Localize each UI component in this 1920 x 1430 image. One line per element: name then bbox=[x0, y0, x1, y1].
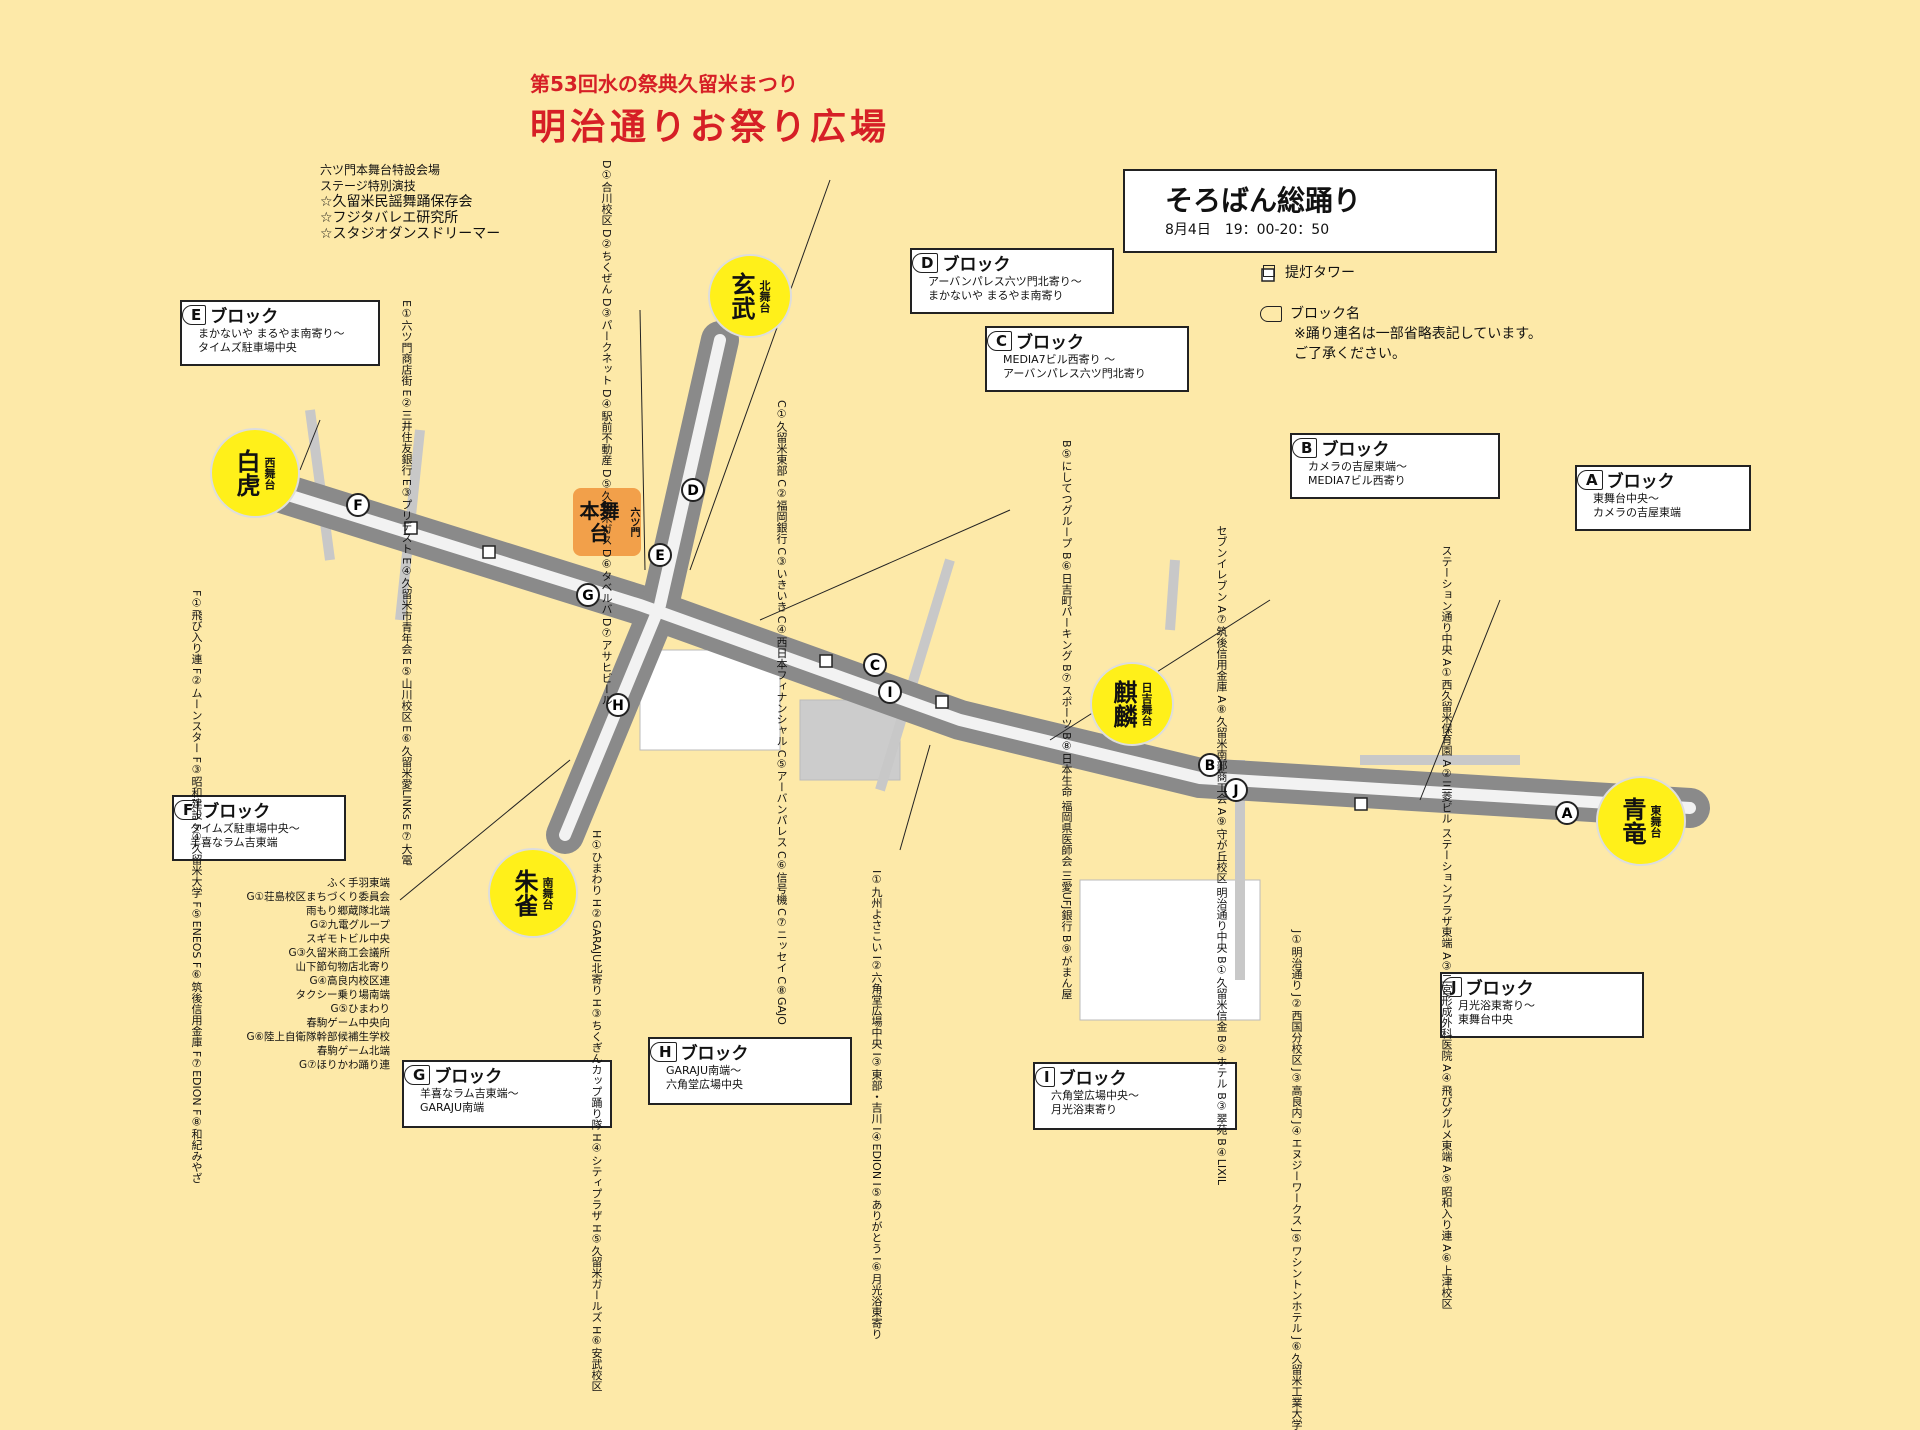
svg-text:F: F bbox=[353, 498, 363, 514]
block-marker-d: D bbox=[681, 478, 705, 502]
page-title: 明治通りお祭り広場 bbox=[530, 107, 891, 148]
group-list-g: F①飛び入り連 F②ムーンスター F③昭和建設 F④久留米大学 F⑤ENEOS … bbox=[190, 590, 203, 1184]
group-list-j: J①明治通り J②西国分校区 J③高良内 J④エヌジーワークス J⑤ワシントンホ… bbox=[1290, 930, 1303, 1430]
stage-hon: 本舞台六ツ門 bbox=[573, 488, 641, 556]
festival-subtitle: 第53回水の祭典久留米まつり bbox=[530, 72, 798, 96]
event-name: そろばん総踊り bbox=[1165, 184, 1362, 217]
block-marker-i: I bbox=[878, 680, 902, 704]
stage-byakko: 白虎西舞台 bbox=[210, 428, 300, 518]
stage-seiryu: 青竜東舞台 bbox=[1596, 776, 1686, 866]
group-list-i: I①九州よさこい I②六角堂広場中央 I③東部・吉川 I④EDION I⑤ありが… bbox=[870, 870, 883, 1340]
block-marker-g: G bbox=[576, 583, 600, 607]
street-map: A B J C I D E F G H bbox=[220, 179, 1710, 1021]
event-box: そろばん総踊り 8月4日 19：00-20：50 bbox=[1123, 169, 1497, 253]
legend-note: ご了承ください。 bbox=[1294, 346, 1406, 362]
stage-suzaku: 朱雀南舞台 bbox=[488, 848, 578, 938]
svg-text:B: B bbox=[1205, 758, 1216, 774]
group-list-d: C①久留米東部 C②福岡銀行 C③いきいき C④西日本フィナンシャル C⑤アーバ… bbox=[775, 400, 788, 1025]
special-performance: 六ツ門本舞台特設会場 ステージ特別演技 ☆久留米民謡舞踊保存会 ☆フジタバレエ研… bbox=[320, 162, 500, 242]
block-marker-j: J bbox=[1224, 778, 1248, 802]
block-marker-f: F bbox=[346, 493, 370, 517]
group-list-f: E①六ツ門商店街 E②三井住友銀行 E③プリデスト E④久留米市青年会 E⑤山川… bbox=[400, 300, 413, 866]
svg-text:E: E bbox=[655, 548, 665, 564]
svg-text:H: H bbox=[612, 698, 624, 714]
svg-text:A: A bbox=[1562, 806, 1573, 822]
special-item: ☆スタジオダンスドリーマー bbox=[320, 226, 501, 242]
block-marker-c: C bbox=[863, 653, 887, 677]
legend-lantern: 提灯タワー bbox=[1263, 262, 1355, 282]
block-marker-e: E bbox=[648, 543, 672, 567]
special-header-1: 六ツ門本舞台特設会場 bbox=[320, 163, 441, 177]
group-list-h: H①ひまわり H②GARAJU北寄り H③ちくぎんカップ踊り隊 H④シティプラザ… bbox=[590, 830, 603, 1392]
event-time: 8月4日 19：00-20：50 bbox=[1165, 222, 1330, 238]
group-list-a: ステーション通り中央 A①西久留米保育園 A②三菱ビル ステーションプラザ東端 … bbox=[1440, 545, 1453, 1309]
stage-genbu: 玄武北舞台 bbox=[708, 254, 792, 338]
block-marker-b: B bbox=[1198, 753, 1222, 777]
lantern-icon bbox=[1263, 265, 1275, 277]
block-marker-a: A bbox=[1555, 801, 1579, 825]
special-header-2: ステージ特別演技 bbox=[320, 179, 416, 193]
block-tag-icon bbox=[1260, 306, 1282, 322]
svg-text:G: G bbox=[582, 588, 594, 604]
svg-text:I: I bbox=[887, 685, 892, 701]
special-item: ☆久留米民謡舞踊保存会 bbox=[320, 194, 473, 210]
stage-kirin: 麒麟日吉舞台 bbox=[1090, 662, 1174, 746]
group-list-e: D①合川校区 D②ちくぜん D③パークネット D④駅前不動産 D⑤久留米ガス D… bbox=[600, 160, 613, 706]
svg-text:J: J bbox=[1232, 783, 1238, 799]
group-list-c: B⑤にしてつグループ B⑥日吉町パーキング B⑦スポーツ B⑧日本生命 福岡県医… bbox=[1060, 440, 1073, 1000]
svg-text:D: D bbox=[687, 483, 699, 499]
legend-notes: ブロック名 ※踊り連名は一部省略表記しています。 ご了承ください。 bbox=[1260, 304, 1542, 364]
svg-text:C: C bbox=[870, 658, 880, 674]
group-list-b: セブンイレブン A⑦筑後信用金庫 A⑧久留米南部商工会 A⑨守が丘校区 明治通り… bbox=[1215, 525, 1228, 1186]
special-item: ☆フジタバレエ研究所 bbox=[320, 210, 459, 226]
legend-note: ※踊り連名は一部省略表記しています。 bbox=[1294, 326, 1542, 342]
block-marker-h: H bbox=[606, 693, 630, 717]
